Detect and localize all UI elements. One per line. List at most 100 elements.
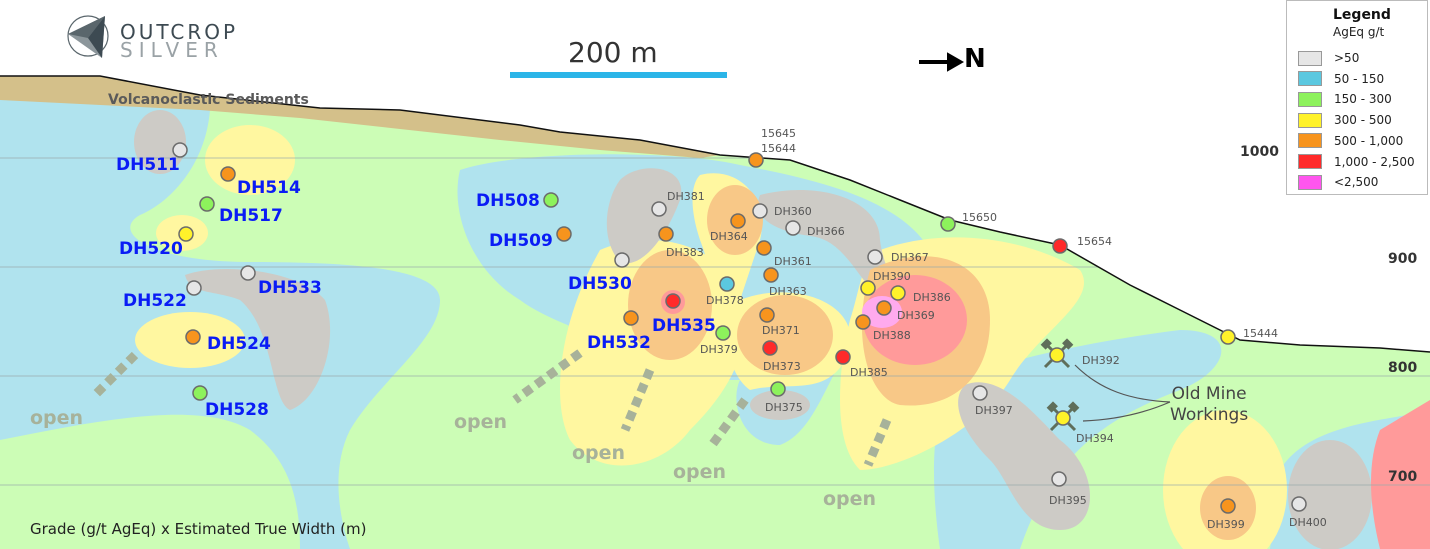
north-label: N [964,44,986,74]
drillhole-marker[interactable] [240,265,256,281]
surface-sample-label: 15444 [1243,327,1278,340]
old-mine-line1: Old Mine [1171,384,1247,404]
drillhole-marker[interactable] [1051,471,1067,487]
drillhole-marker[interactable] [556,226,572,242]
drillhole-marker[interactable] [186,280,202,296]
drillhole-label: DH520 [119,239,183,259]
drillhole-label: DH379 [700,343,738,356]
drillhole-marker[interactable] [623,310,639,326]
legend-item: 50 - 150 [1298,71,1384,87]
drillhole-marker[interactable] [770,381,786,397]
logo-icon [67,15,109,58]
unit-label: Volcanoclastic Sediments [108,92,309,108]
legend-item: 500 - 1,000 [1298,133,1403,149]
open-label: open [823,488,876,510]
drillhole-marker[interactable] [658,226,674,242]
logo-text-bottom: SILVER [120,38,224,62]
legend-label: >50 [1334,51,1360,65]
drillholes: DH511DH514DH517DH520DH522DH533DH524DH528… [116,127,1327,531]
drillhole-label: DH522 [123,291,187,311]
zone-grey [758,190,898,302]
drillhole-label: DH360 [774,205,812,218]
drillhole-marker[interactable] [178,226,194,242]
drillhole-label: DH514 [237,178,301,198]
drillhole-label: DH390 [873,270,911,283]
drillhole-marker[interactable] [192,385,208,401]
legend-item: <2,500 [1298,174,1378,190]
drillhole-label: DH361 [774,255,812,268]
drillhole-marker[interactable] [855,314,871,330]
drillhole-marker[interactable] [876,300,892,316]
drillhole-label: DH364 [710,230,748,243]
drillhole-marker[interactable] [715,325,731,341]
drillhole-marker[interactable] [763,267,779,283]
drillhole-marker[interactable] [972,385,988,401]
drillhole-label: DH363 [769,285,807,298]
legend-item: 300 - 500 [1298,112,1392,128]
drillhole-marker[interactable] [1220,498,1236,514]
surface-sample-label: 15654 [1077,235,1112,248]
mine-arrow [1074,364,1171,403]
legend-item: 150 - 300 [1298,91,1392,107]
surface-sample-marker[interactable] [1220,329,1236,345]
legend-swatch [1298,50,1322,66]
drillhole-label: DH530 [568,274,632,294]
drillhole-marker[interactable] [185,329,201,345]
legend-swatch [1298,71,1322,87]
logo-text-top: OUTCROP [120,20,239,44]
drillhole-label: DH392 [1082,354,1120,367]
drillhole-label: DH383 [666,246,704,259]
topography-line [0,75,1430,353]
legend-label: <2,500 [1334,175,1379,190]
drillhole-marker[interactable] [1291,496,1307,512]
drillhole-marker[interactable] [860,280,876,296]
drillhole-marker[interactable] [785,220,801,236]
zone-grey [750,390,810,420]
surface-sample-marker[interactable] [940,216,956,232]
legend-title: Legend [1333,7,1391,23]
drillhole-marker[interactable] [220,166,236,182]
zone-grey [958,382,1090,530]
drillhole-label: DH395 [1049,494,1087,507]
legend-label: 150 - 300 [1334,92,1392,107]
surface-sample-marker[interactable] [748,152,764,168]
drillhole-marker[interactable] [543,192,559,208]
drillhole-marker[interactable] [762,340,778,356]
drillhole-marker[interactable] [730,213,746,229]
drillhole-marker[interactable] [665,293,681,309]
drillhole-marker[interactable] [890,285,906,301]
drillhole-label: DH399 [1207,518,1245,531]
legend-item: 1,000 - 2,500 [1298,154,1415,170]
surface-sample-marker[interactable] [1052,238,1068,254]
drillhole-marker[interactable] [756,240,772,256]
drillhole-label: DH378 [706,294,744,307]
drillhole-label: DH533 [258,278,322,298]
drillhole-marker[interactable] [614,252,630,268]
drillhole-label: DH367 [891,251,929,264]
old-mine-line2: Workings [1170,405,1249,425]
drillhole-marker[interactable] [1055,410,1071,426]
drillhole-marker[interactable] [867,249,883,265]
drillhole-label: DH394 [1076,432,1114,445]
surface-sample-label: 15650 [962,211,997,224]
drillhole-label: DH369 [897,309,935,322]
drillhole-label: DH400 [1289,516,1327,529]
legend: Legend AgEq g/t >50 50 - 150 150 - 300 300 … [1286,0,1428,195]
drillhole-marker[interactable] [172,142,188,158]
drillhole-marker[interactable] [752,203,768,219]
legend-item: >50 [1298,50,1359,66]
drillhole-marker[interactable] [719,276,735,292]
drillhole-marker[interactable] [651,201,667,217]
drillhole-marker[interactable] [199,196,215,212]
scale-bar [510,72,727,78]
north-arrow-icon [919,52,965,72]
drillhole-marker[interactable] [1049,347,1065,363]
drillhole-marker[interactable] [759,307,775,323]
legend-subtitle: AgEq g/t [1333,25,1385,39]
drillhole-label: DH508 [476,191,540,211]
zone-grey [1288,440,1372,549]
drillhole-label: DH371 [762,324,800,337]
drillhole-marker[interactable] [835,349,851,365]
